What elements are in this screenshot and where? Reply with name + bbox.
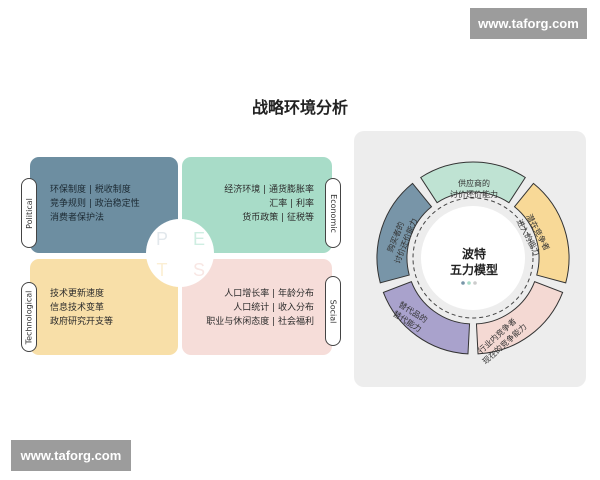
technological-line-1: 技术更新速度 bbox=[50, 289, 105, 299]
social-tag: Social bbox=[325, 276, 341, 346]
economic-line-3: 货币政策 | 征税等 bbox=[242, 213, 314, 223]
dashed-ring bbox=[412, 197, 534, 319]
letter-e: E bbox=[192, 229, 205, 249]
supplier-label-line-2: 讨价还价能力 bbox=[450, 190, 498, 199]
force-segment-buyer bbox=[376, 182, 433, 284]
letter-t: T bbox=[156, 260, 168, 280]
force-segment-supplier bbox=[420, 161, 526, 204]
supplier-label: 供应商的 讨价还价能力 bbox=[434, 178, 514, 200]
hub-dot-1 bbox=[461, 281, 465, 285]
watermark-bottom: www.taforg.com bbox=[11, 440, 131, 471]
technological-factors: 技术更新速度 信息技术变革 政府研究开支等 bbox=[50, 287, 113, 329]
force-segment-industry-rivalry bbox=[475, 281, 564, 355]
force-segment-potential-entrants bbox=[513, 182, 570, 284]
technological-tag: Technological bbox=[21, 282, 37, 352]
pest-center-circle bbox=[146, 219, 214, 287]
hub-line-2: 五力模型 bbox=[449, 263, 498, 277]
economic-tag: Economic bbox=[325, 178, 341, 248]
hub-dot-3 bbox=[473, 281, 477, 285]
hub-circle bbox=[421, 206, 525, 310]
supplier-label-line-1: 供应商的 bbox=[458, 179, 490, 188]
hub-line-1: 波特 bbox=[461, 247, 486, 261]
force-segment-substitutes bbox=[382, 281, 471, 355]
political-tag: Political bbox=[21, 178, 37, 248]
technological-line-2: 信息技术变革 bbox=[50, 303, 105, 313]
political-line-1: 环保制度 | 税收制度 bbox=[50, 185, 131, 195]
pest-social-quadrant: 人口增长率 | 年龄分布 人口统计 | 收入分布 职业与休闲态度 | 社会福利 bbox=[182, 259, 332, 355]
political-line-3: 消费者保护法 bbox=[50, 213, 105, 223]
technological-line-3: 政府研究开支等 bbox=[50, 317, 114, 327]
hub-dot-2 bbox=[467, 281, 471, 285]
economic-factors: 经济环境 | 通货膨胀率 汇率 | 利率 货币政策 | 征税等 bbox=[224, 183, 314, 225]
letter-p: P bbox=[155, 229, 168, 249]
social-factors: 人口增长率 | 年龄分布 人口统计 | 收入分布 职业与休闲态度 | 社会福利 bbox=[206, 287, 314, 329]
economic-line-1: 经济环境 | 通货膨胀率 bbox=[224, 185, 314, 195]
social-line-1: 人口增长率 | 年龄分布 bbox=[224, 289, 314, 299]
five-forces-hub-title: 波特 五力模型 bbox=[434, 246, 514, 278]
economic-line-2: 汇率 | 利率 bbox=[269, 199, 314, 209]
watermark-top: www.taforg.com bbox=[470, 8, 587, 39]
political-line-2: 竞争规则 | 政治稳定性 bbox=[50, 199, 140, 209]
social-line-3: 职业与休闲态度 | 社会福利 bbox=[206, 317, 314, 327]
letter-s: S bbox=[192, 260, 205, 280]
page-title: 战略环境分析 bbox=[251, 98, 348, 117]
social-line-2: 人口统计 | 收入分布 bbox=[233, 303, 314, 313]
political-factors: 环保制度 | 税收制度 竞争规则 | 政治稳定性 消费者保护法 bbox=[50, 183, 140, 225]
